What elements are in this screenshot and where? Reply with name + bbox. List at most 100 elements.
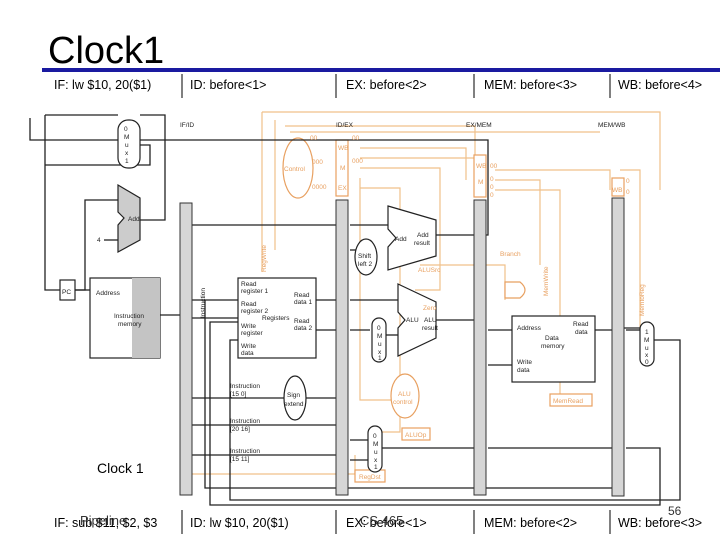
ctrl-bits-8: 0 [490, 184, 494, 191]
memread-label-box [549, 393, 593, 407]
memwb-label: MEM/WB [598, 122, 625, 129]
memwb-wb-label: WB [612, 187, 622, 194]
ctrl-bits-10: 0 [626, 178, 630, 185]
pc-label: PC [62, 289, 71, 296]
add-result-a: Add [417, 232, 429, 239]
field-1a: Instruction [230, 383, 260, 390]
ifmux-m: M [124, 134, 129, 141]
left2-label: left 2 [358, 261, 372, 268]
control-label: Control [284, 166, 306, 173]
title-underline [42, 68, 720, 72]
aluop-signal: ALUOp [405, 432, 427, 439]
ifmux-1: 1 [125, 158, 129, 165]
control-wire [285, 125, 476, 160]
footer-center-text: CS 465 [360, 513, 404, 528]
field-1b: [15 0] [230, 391, 246, 398]
alusrc-signal: ALUSrc [418, 267, 441, 274]
shift-label: Shift [358, 253, 371, 260]
clock-label: Clock 1 [97, 460, 144, 476]
regdst-mux-0: 0 [373, 433, 377, 440]
control-unit [282, 137, 314, 199]
alu-control-a: ALU [398, 391, 411, 398]
ifid-register [179, 202, 193, 496]
reg-read2b: register 2 [241, 308, 268, 315]
idex-m-label: M [340, 165, 345, 172]
dm-memory-label: memory [541, 343, 565, 350]
register-file [237, 277, 317, 359]
reg-writedata-b: data [241, 350, 254, 357]
datapath-wire [45, 144, 151, 166]
alusrc-mux [371, 317, 387, 363]
field-2a: Instruction [230, 418, 260, 425]
data-memory [511, 315, 596, 383]
page-number: 56 [668, 504, 682, 518]
reg-read1b: register 1 [241, 288, 268, 295]
shift-left-unit [354, 238, 378, 276]
footer-left-text: Pipeline [80, 513, 127, 528]
field-3a: Instruction [230, 448, 260, 455]
memwrite-signal: MemWrite [543, 266, 550, 296]
exmem-control-register [473, 154, 487, 198]
sign-label: Sign [287, 392, 300, 399]
regdst-mux-1: 1 [374, 464, 378, 471]
dm-address-label: Address [517, 325, 542, 332]
control-wires [190, 111, 661, 475]
ctrl-bits-3: 0000 [312, 184, 327, 191]
memread-signal: MemRead [553, 398, 583, 405]
alu-result-a: ALU [424, 317, 437, 324]
ifmux-u: u [125, 142, 129, 149]
ifid-label: IF/ID [180, 122, 194, 129]
stage-wb-bottom: WB: before<3> [618, 516, 703, 530]
datapath-wire [209, 321, 661, 506]
stage-if-top: IF: lw $10, 20($1) [54, 78, 152, 92]
im-memory-label: memory [118, 321, 142, 328]
idex-label: ID/EX [336, 122, 354, 129]
ifmux-x: x [125, 150, 129, 157]
alusrc-mux-1: 1 [378, 355, 382, 362]
pc-register [59, 279, 76, 301]
reg-readdata1-a: Read [294, 292, 310, 299]
wbmux-1: 1 [645, 329, 649, 336]
control-wire [262, 111, 661, 190]
stage-mem-top: MEM: before<3> [484, 78, 578, 92]
exmem-register [473, 199, 487, 496]
reg-write-a: Write [241, 323, 256, 330]
ctrl-bits-1: 00 [310, 135, 318, 142]
ctrl-bits-11: 0 [626, 189, 630, 196]
stage-mem-bottom: MEM: before<2> [484, 516, 578, 530]
wb-mux [639, 321, 655, 367]
alu-control-b: control [393, 399, 413, 406]
regdst-mux-x: x [374, 457, 378, 464]
regdst-mux-u: u [374, 449, 378, 456]
stage-if-bottom: IF: sub $11, $2, $3 [54, 516, 158, 530]
regwrite-signal: RegWrite [261, 245, 268, 272]
add-result-b: result [414, 240, 430, 247]
alusrc-mux-0: 0 [377, 325, 381, 332]
stage-id-bottom: ID: lw $10, 20($1) [190, 516, 289, 530]
stage-ex-bottom: EX: before<1> [346, 516, 427, 530]
reg-read1a: Read [241, 281, 257, 288]
ctrl-bits-7: 0 [490, 176, 494, 183]
exmem-m-label: M [478, 179, 483, 186]
alu-control-unit [390, 373, 420, 419]
memtoreg-signal: MemtoReg [639, 284, 646, 316]
alusrc-mux-x: x [378, 349, 382, 356]
field-2b: [20 16] [230, 426, 250, 433]
pc-add-label: Add [128, 216, 140, 223]
aluop-label-box [401, 427, 431, 441]
four-label: 4 [97, 237, 101, 244]
idex-register [335, 199, 349, 496]
alusrc-mux-u: u [378, 341, 382, 348]
registers-label: Registers [262, 315, 290, 322]
branch-signal: Branch [500, 251, 521, 258]
slide-title: Clock1 [48, 30, 165, 72]
alusrc-mux-m: M [377, 333, 382, 340]
alu-result-b: result [422, 325, 438, 332]
datapath-wire [229, 339, 681, 501]
if-mux [117, 119, 141, 169]
pc-adder [117, 183, 141, 254]
dm-readdata-b: data [575, 329, 588, 336]
dm-writedata-a: Write [517, 359, 532, 366]
zero-label: Zero [423, 305, 437, 312]
